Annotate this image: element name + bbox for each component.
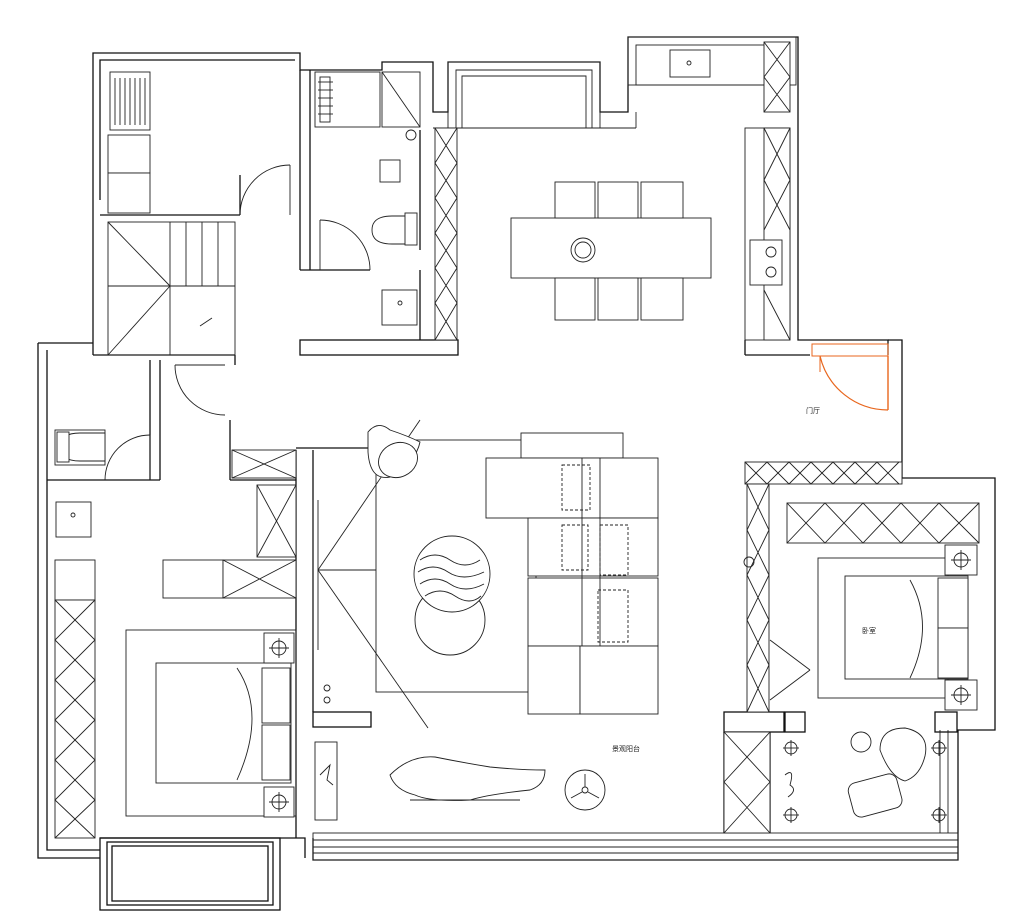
bathroom-left: [54, 364, 226, 538]
bathroom-top: [314, 71, 421, 326]
kitchen-counter: [744, 41, 791, 341]
left-wardrobe: [54, 559, 96, 839]
staircase: [107, 221, 236, 356]
entrance-label: 门厅: [806, 407, 820, 415]
tv-wall: [312, 500, 338, 821]
kitchen: [107, 71, 291, 216]
dining-area: [434, 127, 712, 341]
balcony-rail-bottom: [312, 730, 959, 861]
bedroom-label: 卧室: [862, 627, 876, 635]
right-bedroom: [723, 461, 980, 834]
living-balcony-label: 景观阳台: [612, 745, 640, 753]
left-bedroom-closets: [162, 449, 297, 599]
left-bed: [125, 629, 297, 818]
entrance-door: [811, 343, 889, 411]
living-area: [317, 419, 659, 811]
balcony-rail-top: [433, 36, 797, 129]
